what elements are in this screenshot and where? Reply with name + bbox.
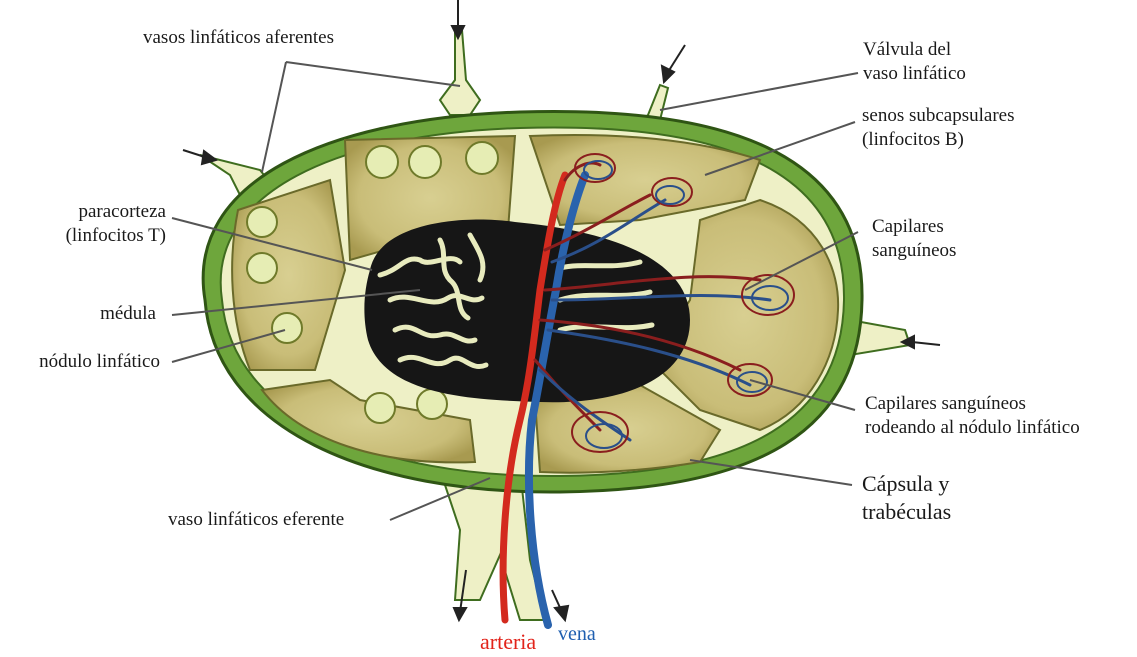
label-vein: vena	[558, 622, 596, 647]
label-nodule: nódulo linfático	[0, 350, 160, 374]
label-afferent-vessels: vasos linfáticos aferentes	[143, 26, 334, 50]
label-artery: arteria	[480, 628, 536, 656]
arrow-down-icon	[454, 608, 466, 620]
nodule-highlighted	[272, 313, 302, 343]
arrow-down-left-icon	[662, 66, 674, 82]
label-medulla: médula	[0, 302, 156, 326]
afferent-vessel-top	[440, 30, 480, 115]
label-efferent-vessel: vaso linfáticos eferente	[168, 508, 344, 532]
label-subcapsular-sinus: senos subcapsulares(linfocitos B)	[862, 104, 1015, 152]
label-paracortex: paracorteza(linfocitos T)	[0, 200, 166, 248]
leader-valve	[660, 73, 858, 110]
arrow-down-icon	[555, 606, 568, 620]
